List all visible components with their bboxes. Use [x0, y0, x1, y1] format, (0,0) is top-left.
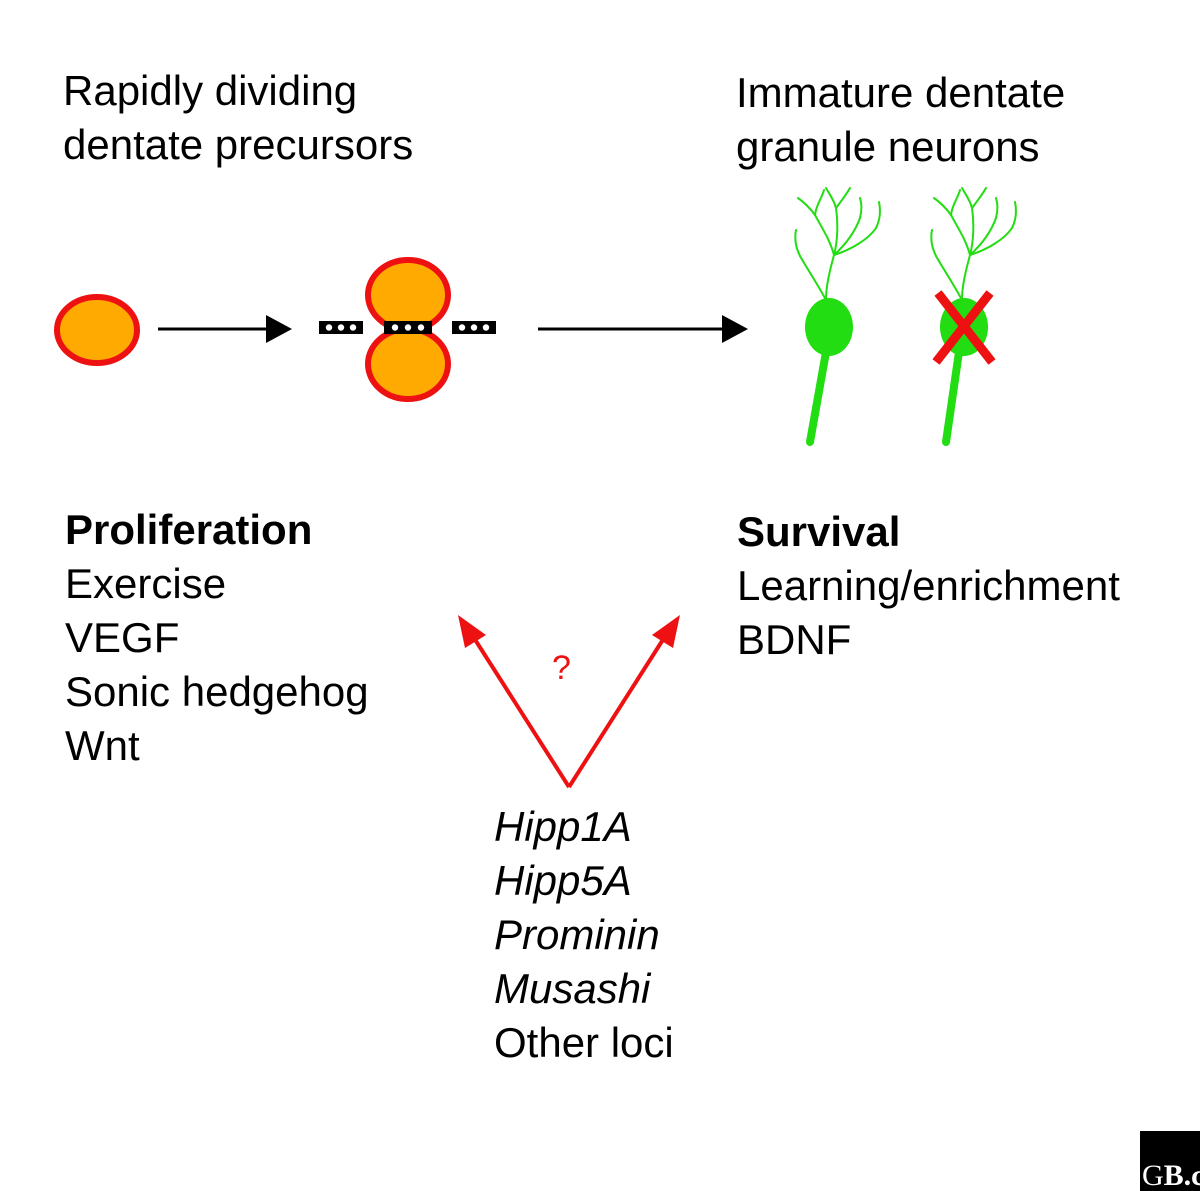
red-arrowhead-right [652, 615, 680, 648]
other-loci: Other loci [494, 1019, 674, 1066]
locus-item: Musashi [494, 965, 651, 1012]
precursors-label-line1: Rapidly dividing [63, 67, 358, 114]
proliferation-block: Proliferation Exercise VEGF Sonic hedgeh… [65, 503, 369, 773]
proliferation-item: Exercise [65, 560, 227, 607]
precursor-cell [54, 294, 140, 366]
x-mark-icon [932, 290, 996, 365]
locus-item: Hipp1A [494, 803, 632, 850]
red-v-arrows [458, 615, 680, 789]
arrow-precursor-to-division [158, 315, 292, 343]
red-arrowhead-left [458, 615, 486, 648]
dividing-cell-top [365, 257, 451, 333]
neurons-label: Immature dentate granule neurons [736, 66, 1065, 174]
dividing-cell-bottom [365, 326, 451, 402]
proliferation-item: VEGF [65, 614, 180, 661]
precursors-label-line2: dentate precursors [63, 121, 414, 168]
proliferation-heading: Proliferation [65, 506, 313, 553]
survival-block: Survival Learning/enrichment BDNF [737, 505, 1120, 667]
logo-text: GB.c [1142, 1159, 1200, 1191]
loci-list: Hipp1A Hipp5A Prominin Musashi Other loc… [494, 800, 674, 1070]
proliferation-item: Wnt [65, 722, 140, 769]
proliferation-item: Sonic hedgehog [65, 668, 369, 715]
survival-item: Learning/enrichment [737, 562, 1120, 609]
surviving-neuron [794, 187, 881, 446]
red-arrow-left [472, 636, 571, 789]
survival-heading: Survival [737, 508, 901, 555]
logo: GB.c [1140, 1131, 1200, 1191]
question-mark: ? [552, 649, 571, 687]
survival-item: BDNF [737, 616, 852, 663]
locus-item: Hipp5A [494, 857, 632, 904]
logo-text-b: B.c [1163, 1159, 1200, 1191]
dividing-cell-pair [365, 257, 451, 402]
locus-item: Prominin [494, 911, 660, 958]
precursors-label: Rapidly dividing dentate precursors [63, 64, 413, 172]
arrow-division-to-neurons [538, 315, 748, 343]
division-plane [319, 321, 496, 334]
red-arrow-right [567, 636, 666, 789]
neurons-label-line2: granule neurons [736, 123, 1040, 170]
neurons-label-line1: Immature dentate [736, 69, 1066, 116]
logo-text-a: G [1142, 1159, 1164, 1191]
